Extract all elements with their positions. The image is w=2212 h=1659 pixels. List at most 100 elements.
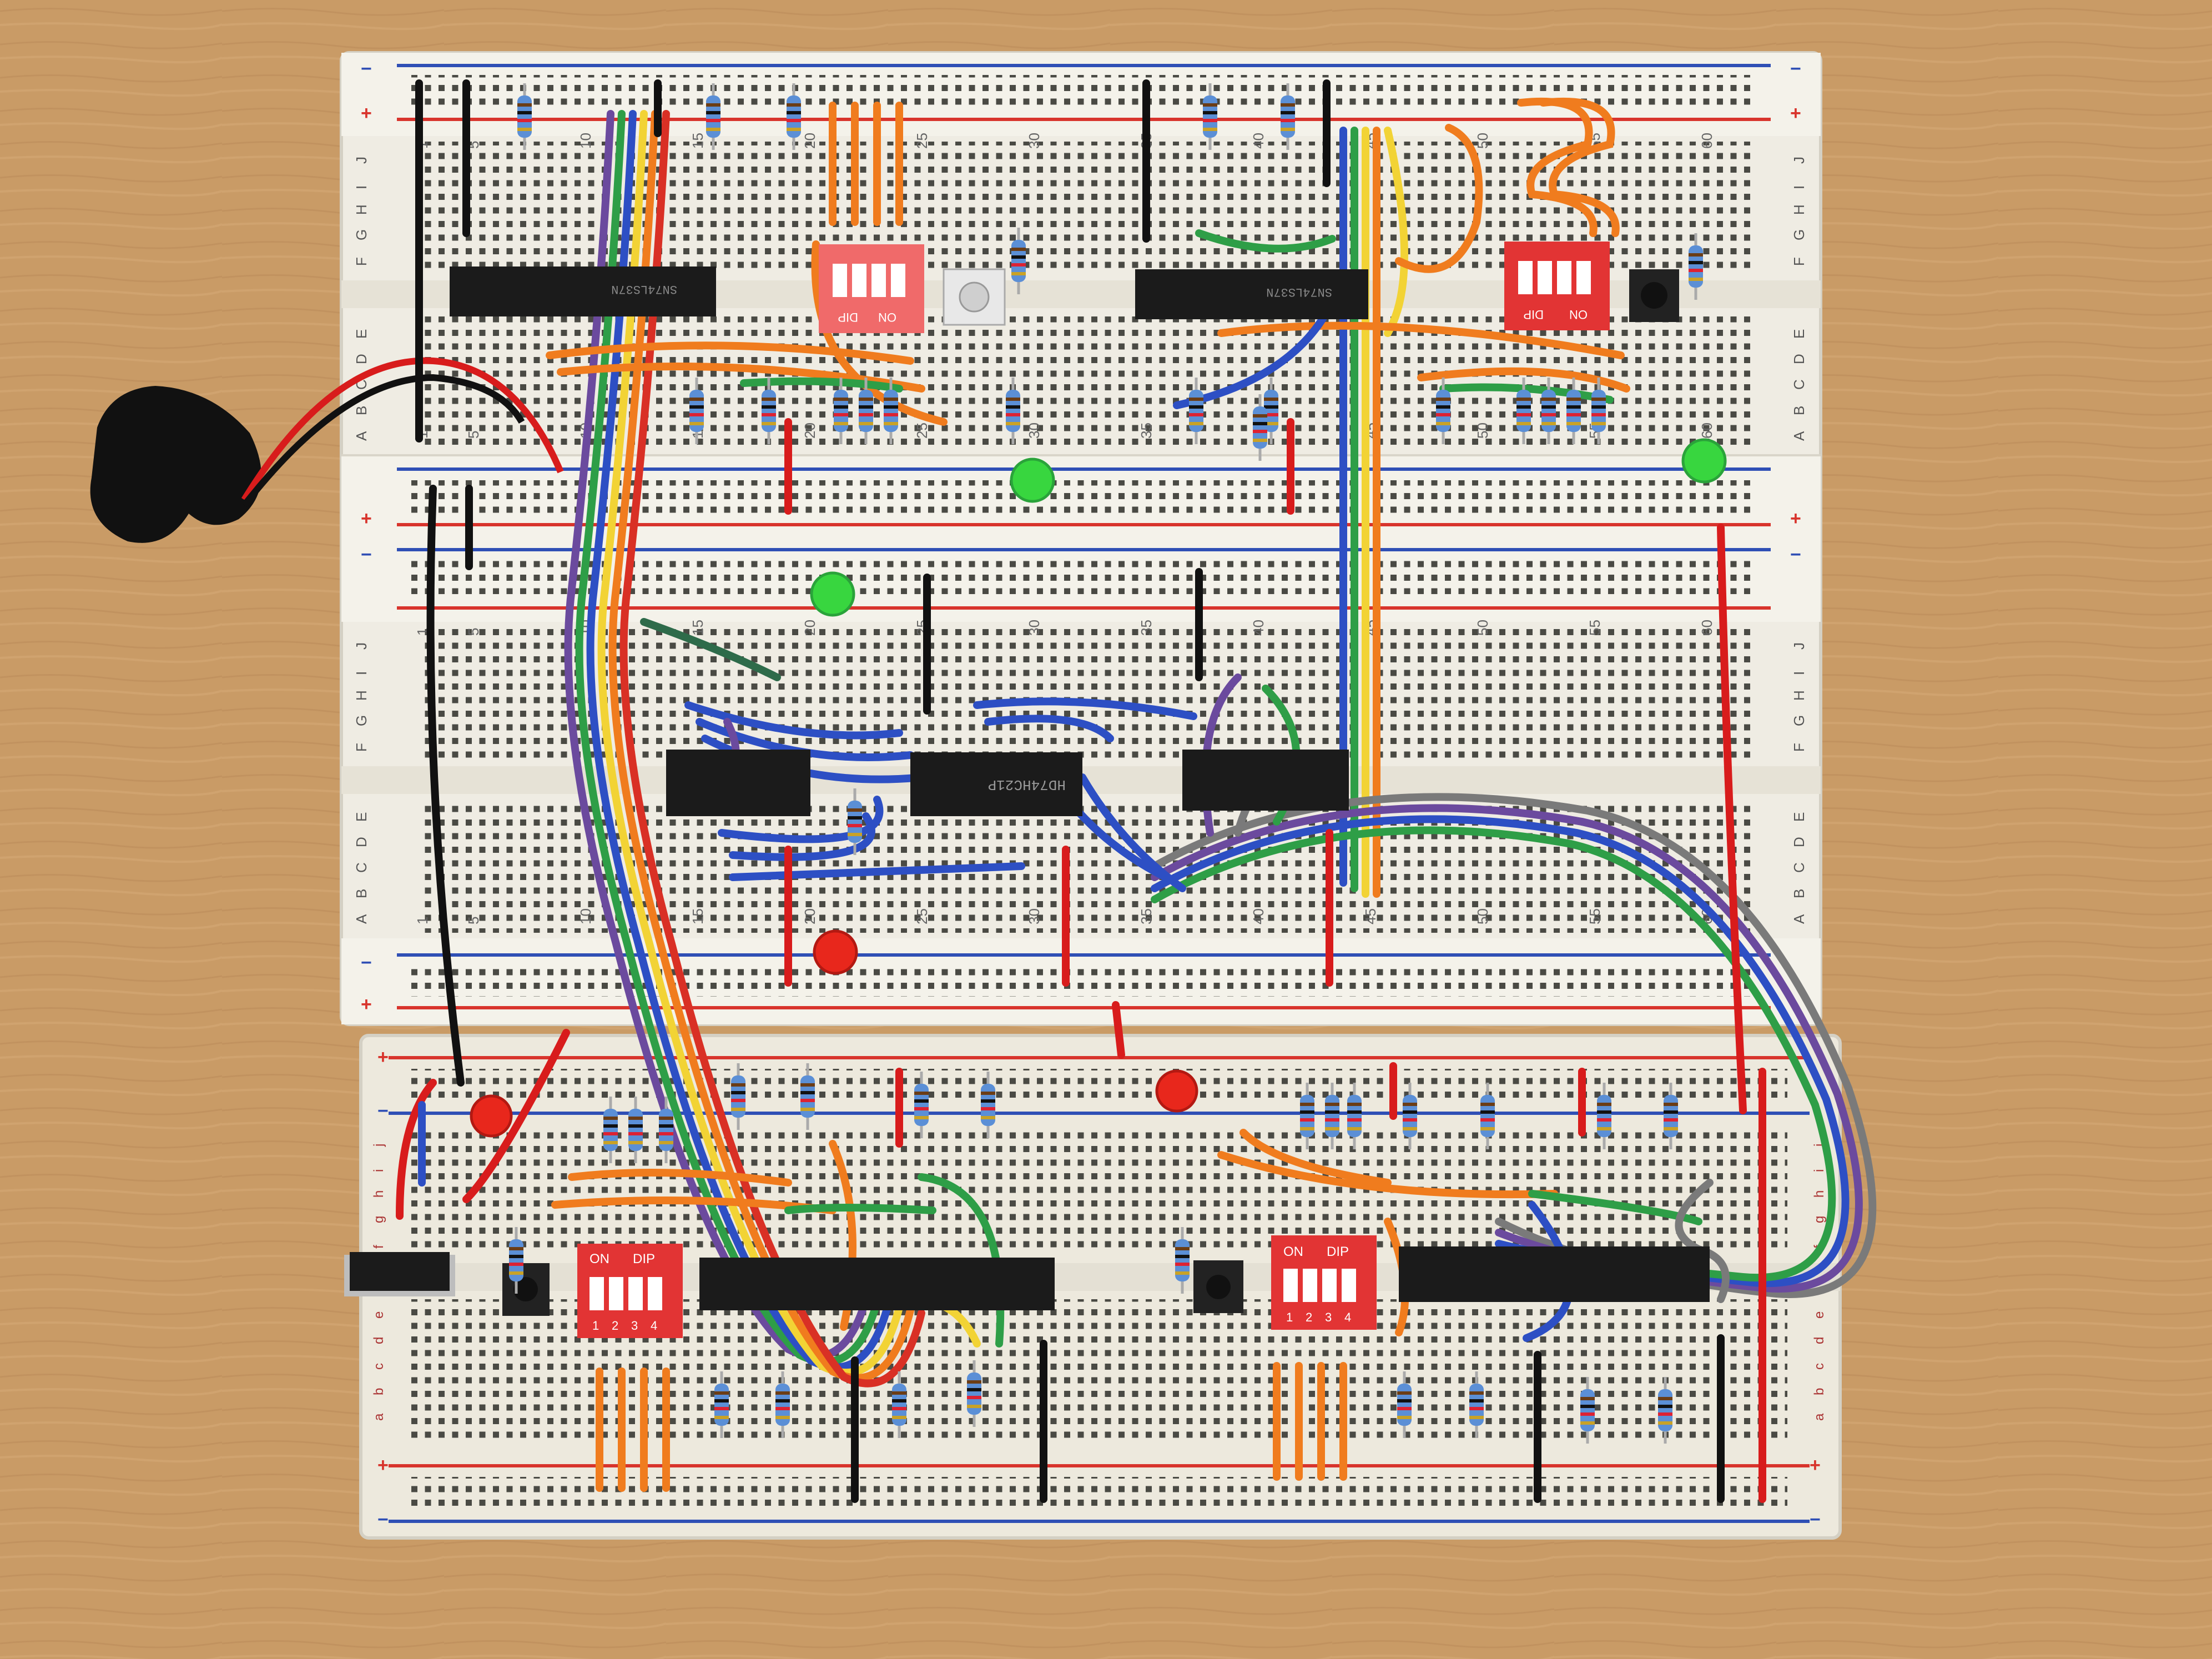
rail-minus-sign: −	[377, 1509, 389, 1530]
led-icon	[810, 571, 855, 617]
voltage-regulator-icon	[344, 1252, 455, 1296]
row-letter: a	[1812, 1413, 1827, 1421]
ic-middle-right	[1182, 750, 1349, 811]
column-number: 50	[1474, 423, 1491, 439]
row-letter: C	[353, 862, 370, 873]
row-letter: I	[353, 185, 370, 189]
resistor-icon	[1203, 83, 1217, 150]
resistor-icon	[1689, 233, 1703, 300]
resistor-icon	[1325, 1083, 1339, 1149]
column-number: 15	[689, 908, 706, 924]
row-letter: B	[353, 889, 370, 898]
resistor-icon	[1347, 1083, 1362, 1149]
ic-top-right: SN74LS37N	[1135, 269, 1368, 319]
resistor-icon	[1469, 1371, 1484, 1438]
ribbon-cable-icon	[564, 110, 1877, 1387]
resistor-icon	[509, 1227, 523, 1294]
dip-on-label: ON	[878, 310, 896, 324]
column-number: 30	[1026, 620, 1042, 636]
dip-switch-top-right: ON DIP	[1504, 242, 1610, 330]
row-letter: J	[353, 157, 370, 164]
push-button-icon	[1193, 1260, 1243, 1313]
ic-label: SN74LS37N	[1266, 285, 1332, 299]
column-number: 50	[1474, 620, 1491, 636]
row-letter: F	[353, 257, 370, 266]
resistor-icon	[1541, 378, 1556, 444]
led-icon	[1155, 1069, 1198, 1113]
column-number: 60	[1699, 133, 1715, 149]
row-letter: d	[1812, 1337, 1827, 1344]
dip-position-3: 3	[1325, 1310, 1332, 1324]
column-number: 1	[414, 917, 431, 924]
resistor-icon	[1516, 378, 1531, 444]
column-number: 40	[1250, 133, 1267, 149]
row-letter: b	[1812, 1388, 1827, 1395]
push-button-icon	[943, 268, 1006, 326]
row-letter: B	[353, 406, 370, 415]
resistor-icon	[884, 378, 898, 444]
resistor-icon	[603, 1097, 618, 1163]
resistor-icon	[1658, 1377, 1672, 1444]
rail-minus-sign: −	[1790, 544, 1801, 565]
column-number: 30	[1026, 423, 1042, 439]
dip-label: DIP	[838, 310, 858, 324]
resistor-icon	[1597, 1083, 1611, 1149]
dip-switch-bottom-left: ON DIP 1 2 3 4	[577, 1244, 683, 1338]
ic-middle: HD74HC21P	[910, 752, 1082, 816]
ic-middle-left	[666, 750, 810, 816]
column-number: 10	[577, 133, 594, 149]
resistor-icon	[689, 378, 704, 444]
resistor-icon	[1253, 394, 1267, 461]
row-letter: D	[1791, 354, 1807, 364]
row-letter: D	[1791, 837, 1807, 847]
row-letter: C	[1791, 862, 1807, 873]
row-letter: F	[1791, 257, 1807, 266]
resistor-icon	[517, 83, 532, 150]
resistor-icon	[1436, 378, 1450, 444]
column-number: 40	[1250, 620, 1267, 636]
dip-position-1: 1	[1286, 1310, 1293, 1324]
row-letter: I	[1791, 671, 1807, 675]
row-letter: J	[1791, 642, 1807, 650]
resistor-icon	[834, 378, 848, 444]
dip-label: DIP	[1523, 308, 1544, 321]
dip-position-2: 2	[612, 1319, 618, 1333]
row-letter: F	[1791, 743, 1807, 752]
column-number: 5	[465, 917, 482, 924]
column-number: 1	[414, 628, 431, 636]
dip-label: DIP	[633, 1251, 655, 1266]
rail-plus-sign: +	[377, 1455, 389, 1476]
column-number: 20	[802, 423, 818, 439]
rail-plus-sign: +	[361, 994, 372, 1015]
row-letter: A	[1791, 431, 1807, 441]
column-number: 15	[689, 620, 706, 636]
row-letter: h	[371, 1190, 386, 1198]
resistor-icon	[859, 378, 873, 444]
column-number: 50	[1474, 133, 1491, 149]
resistor-icon	[1189, 378, 1203, 444]
resistor-icon	[731, 1063, 745, 1130]
row-letter: G	[353, 229, 370, 240]
row-letter: I	[353, 671, 370, 675]
row-letter: H	[1791, 204, 1807, 215]
rail-minus-sign: −	[1810, 1509, 1821, 1530]
column-number: 20	[802, 908, 818, 924]
ic-label: SN74LS37N	[611, 282, 677, 296]
dip-on-label: ON	[589, 1251, 609, 1266]
rail-minus-sign: −	[377, 1100, 389, 1122]
resistor-icon	[706, 83, 720, 150]
row-letter: d	[371, 1337, 386, 1344]
resistor-icon	[1006, 378, 1020, 444]
resistor-icon	[1300, 1083, 1314, 1149]
row-letter: A	[353, 431, 370, 441]
rail-minus-sign: −	[361, 58, 372, 79]
row-letter: B	[1791, 889, 1807, 898]
dip-switch-bottom-right: ON DIP 1 2 3 4	[1271, 1235, 1377, 1330]
dip-label: DIP	[1327, 1244, 1349, 1259]
column-number: 35	[1138, 423, 1155, 439]
column-number: 60	[1699, 423, 1715, 439]
rail-plus-sign: +	[377, 1047, 389, 1068]
resistor-icon	[1281, 83, 1295, 150]
column-number: 10	[577, 908, 594, 924]
